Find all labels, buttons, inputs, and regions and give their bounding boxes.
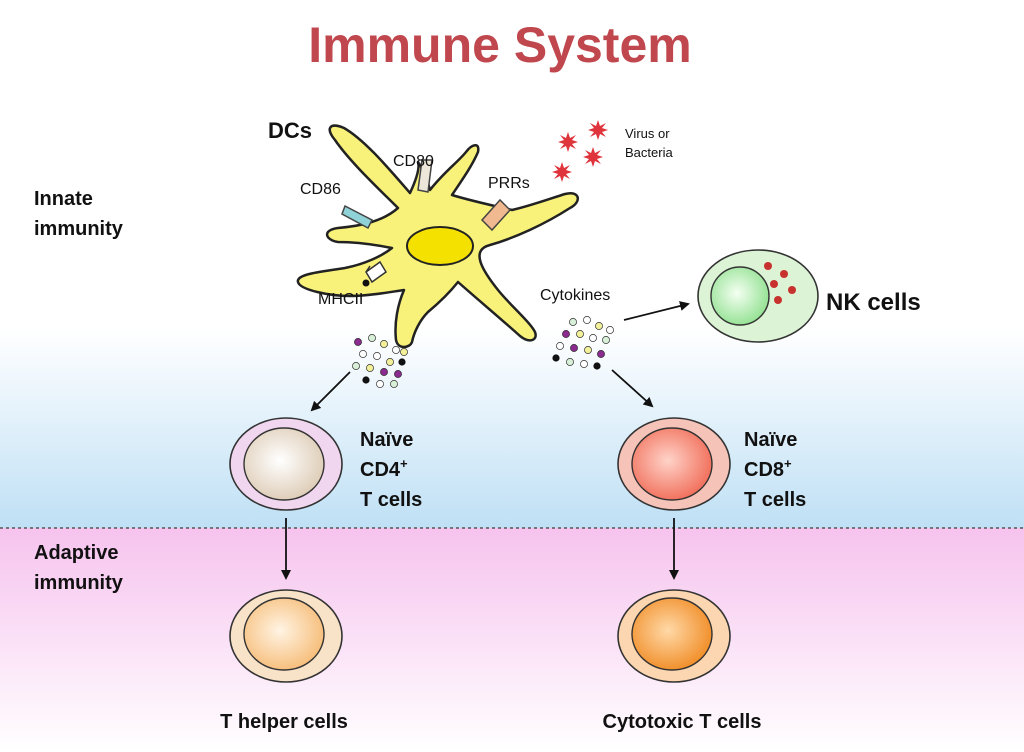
pathogen-particle (583, 147, 603, 167)
arrow-to-cd8 (611, 369, 654, 408)
cytokine-cluster-left (352, 334, 408, 388)
mhcii-label: MHCII (318, 291, 363, 308)
cytotoxic-t-cell (617, 589, 731, 683)
mhcii-antigen (362, 279, 370, 287)
nk-granule (774, 296, 782, 304)
cytokine-cluster-right (552, 316, 614, 370)
pathogen-label-line2: Bacteria (625, 145, 673, 160)
ctl-cell-nucleus (631, 597, 713, 671)
cd80-receptor (417, 159, 433, 193)
nk-cell-nucleus (710, 266, 770, 326)
cd4-label-line3: T cells (360, 489, 422, 511)
innate-label-line2: immunity (34, 218, 124, 240)
cd4-label-line2: CD4 (360, 459, 401, 481)
dc-nucleus (406, 226, 474, 266)
naive-cd8-label: Naïve CD8+ T cells (744, 429, 806, 511)
cd8-label-line3: T cells (744, 489, 806, 511)
innate-immunity-label: Innate immunity (34, 188, 124, 240)
naive-cd4-label: Naïve CD4+ T cells (360, 429, 422, 511)
nk-granule (764, 262, 772, 270)
dc-label: DCs (268, 118, 312, 143)
t-helper-cells-label: T helper cells (220, 711, 348, 733)
pathogen-label-line1: Virus or (625, 126, 670, 141)
cytokines-label: Cytokines (540, 287, 610, 304)
arrow-to-cd4 (310, 371, 351, 412)
cd4-cell-nucleus (243, 427, 325, 501)
th-cell-nucleus (243, 597, 325, 671)
naive-cd8-t-cell (617, 417, 731, 511)
nk-granule (770, 280, 778, 288)
adaptive-label-line1: Adaptive (34, 542, 118, 564)
mhcii-receptor (365, 260, 387, 284)
nk-granule (788, 286, 796, 294)
innate-band (0, 330, 1024, 528)
cd86-receptor (341, 204, 374, 230)
t-helper-cell (229, 589, 343, 683)
cd86-label: CD86 (300, 181, 341, 198)
virus-or-bacteria (552, 120, 608, 182)
adaptive-immunity-label: Adaptive immunity (34, 542, 124, 594)
cd8-cell-nucleus (631, 427, 713, 501)
cd8-label-line2: CD8 (744, 459, 784, 481)
cd8-superscript: + (784, 456, 792, 471)
dendritic-cell (296, 124, 579, 349)
innate-label-line1: Innate (34, 188, 93, 210)
cd4-label-line1: Naïve (360, 429, 413, 451)
cytotoxic-t-cells-label: Cytotoxic T cells (603, 711, 762, 733)
prrs-label: PRRs (488, 175, 530, 192)
naive-cd4-t-cell (229, 417, 343, 511)
pathogen-particle (552, 162, 572, 182)
pathogen-label: Virus or Bacteria (625, 126, 673, 160)
cd80-label: CD80 (393, 153, 434, 170)
cd4-superscript: + (400, 456, 408, 471)
arrow-to-nk (623, 301, 690, 321)
pathogen-particle (588, 120, 608, 140)
nk-cells-label: NK cells (826, 289, 921, 316)
diagram-title: Immune System (308, 17, 691, 73)
cd8-label-line1: Naïve (744, 429, 797, 451)
adaptive-band (0, 528, 1024, 752)
adaptive-label-line2: immunity (34, 572, 124, 594)
prrs-receptor (480, 198, 512, 232)
pathogen-particle (558, 132, 578, 152)
nk-cell (697, 249, 819, 343)
nk-granule (780, 270, 788, 278)
